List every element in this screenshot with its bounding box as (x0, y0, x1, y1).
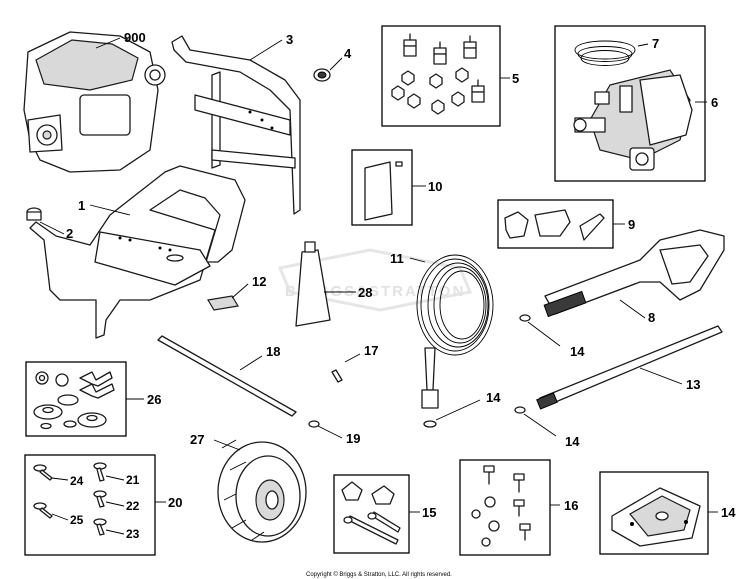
callout-5: 5 (512, 71, 519, 86)
callout-4: 4 (344, 46, 352, 61)
callout-7: 7 (652, 36, 659, 51)
knob-bolt-kit[interactable] (333, 474, 420, 554)
callout-20: 20 (168, 495, 182, 510)
foot-part[interactable] (26, 207, 65, 235)
callout-27: 27 (190, 432, 204, 447)
screw-kit[interactable] (24, 454, 166, 556)
brand-watermark: BRIGGS&STRATTON (277, 248, 473, 312)
hose-part[interactable] (409, 254, 494, 428)
callout-14-wand-washer: 14 (565, 434, 580, 449)
knob-kit[interactable] (497, 199, 625, 249)
retaining-clip-part[interactable] (308, 420, 343, 439)
shroud-part[interactable] (295, 241, 356, 327)
callout-10: 10 (428, 179, 442, 194)
wheel-part[interactable] (213, 439, 307, 543)
wheel-hardware-kit[interactable] (25, 361, 144, 437)
callout-900: 900 (124, 30, 146, 45)
decal-box[interactable] (351, 149, 426, 226)
callout-14-gun-washer: 14 (570, 344, 585, 359)
callout-28: 28 (358, 285, 372, 300)
callout-11: 11 (390, 251, 404, 266)
callout-9: 9 (628, 217, 635, 232)
callout-1: 1 (78, 198, 85, 213)
mounting-bracket-kit[interactable] (599, 471, 718, 555)
callout-12: 12 (252, 274, 266, 289)
callout-3: 3 (286, 32, 293, 47)
fastener-kit[interactable] (459, 459, 560, 556)
callout-6: 6 (711, 95, 718, 110)
copyright-notice: Copyright © Briggs & Stratton, LLC. All … (306, 571, 452, 578)
callout-8: 8 (648, 310, 655, 325)
small-decal-part[interactable] (207, 283, 249, 311)
base-frame-part[interactable] (29, 165, 246, 339)
callout-14-hose-washer: 14 (486, 390, 501, 405)
leader-14-hose (435, 399, 481, 421)
callout-24: 24 (70, 474, 84, 488)
callout-19: 19 (346, 431, 360, 446)
callout-22: 22 (126, 499, 140, 513)
callout-18: 18 (266, 344, 280, 359)
vibration-mount-kit[interactable] (381, 25, 510, 127)
callout-25: 25 (70, 513, 84, 527)
axle-rod-part[interactable] (157, 335, 297, 417)
engine-part[interactable] (23, 31, 166, 173)
callout-2: 2 (66, 226, 73, 241)
callout-23: 23 (126, 527, 140, 541)
callout-16: 16 (564, 498, 578, 513)
callout-26: 26 (147, 392, 161, 407)
spray-gun-part[interactable] (519, 229, 725, 347)
callout-15: 15 (422, 505, 436, 520)
callout-17: 17 (364, 343, 378, 358)
unloader-hose-part[interactable] (574, 40, 649, 66)
callout-14-bracket: 14 (721, 505, 736, 520)
watermark-text: BRIGGS&STRATTON (285, 283, 465, 300)
callout-21: 21 (126, 473, 140, 487)
callout-13: 13 (686, 377, 700, 392)
pin-part[interactable] (331, 353, 361, 383)
spray-wand-part[interactable] (514, 325, 723, 437)
pump-assembly[interactable] (554, 25, 707, 182)
handle-frame-part[interactable] (171, 35, 301, 215)
grommet-part[interactable] (313, 57, 343, 82)
